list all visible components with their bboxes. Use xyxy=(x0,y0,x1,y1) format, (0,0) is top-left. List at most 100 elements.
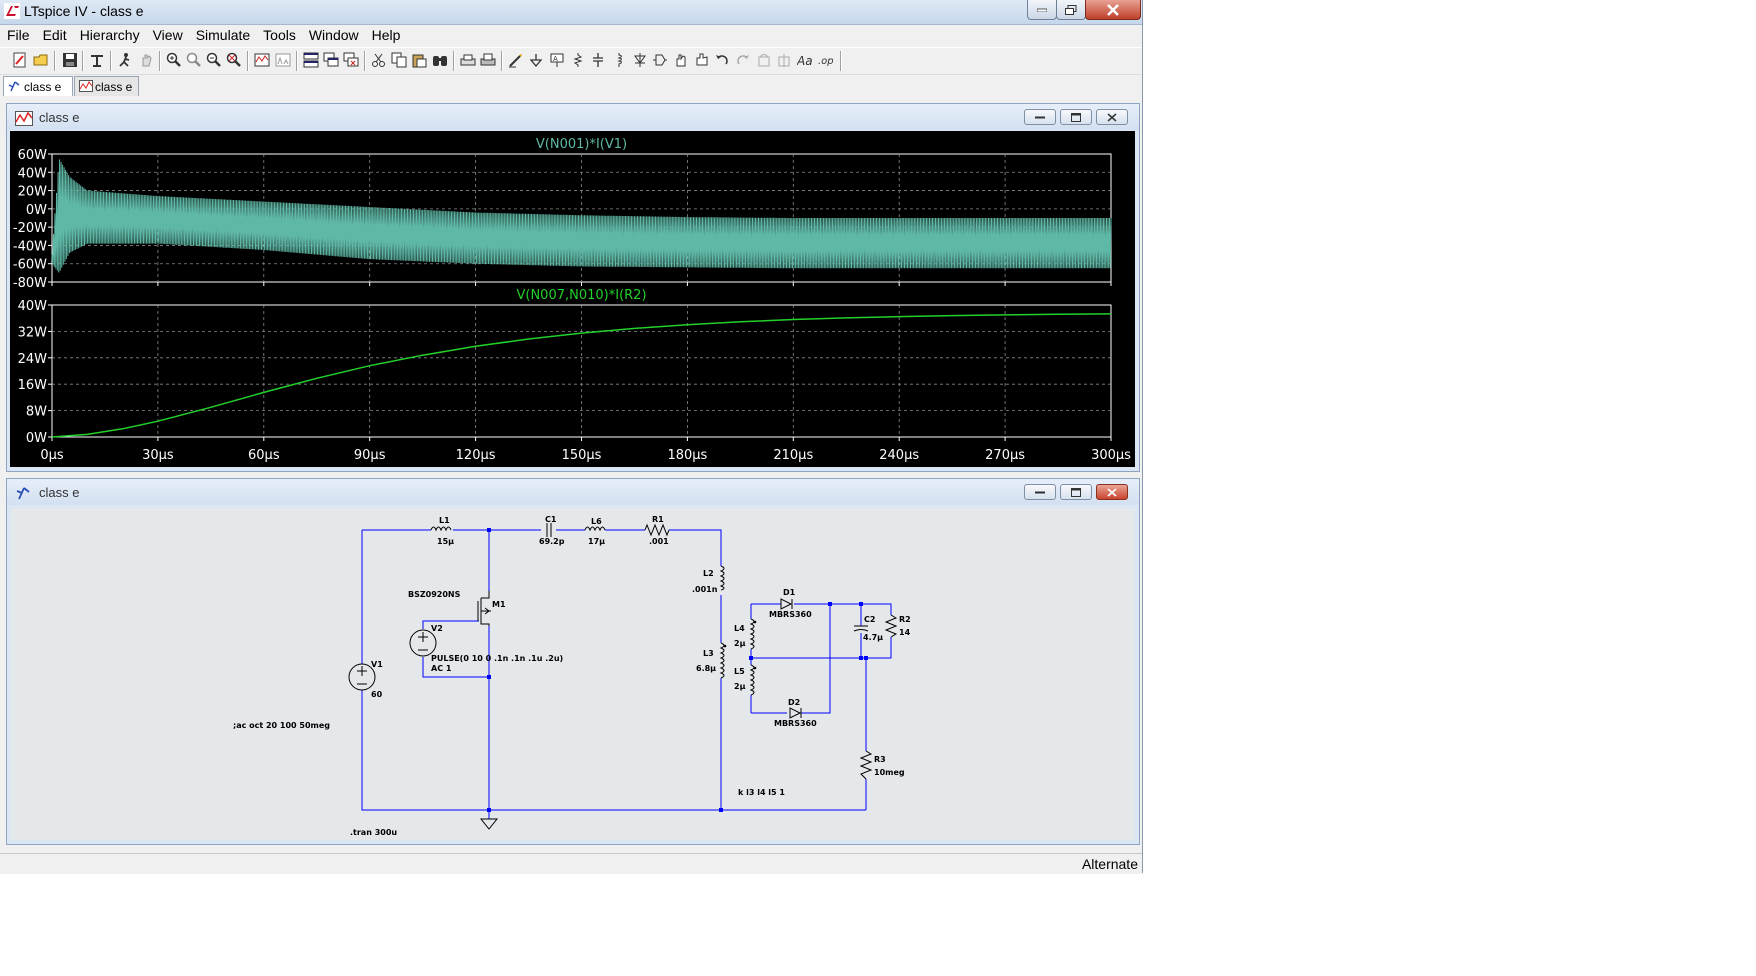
zoom-out-icon[interactable] xyxy=(206,52,222,68)
halt-icon[interactable] xyxy=(138,52,154,68)
tab-class-e-waveform[interactable]: class e xyxy=(74,76,139,96)
inductor-l3 xyxy=(719,642,725,679)
menu-window[interactable]: Window xyxy=(308,27,359,43)
title-bar[interactable]: LTspice IV - class e xyxy=(0,0,1142,25)
draw-wire-icon[interactable] xyxy=(508,52,524,68)
svg-text:Aa: Aa xyxy=(797,54,813,68)
y-tick-label-pane2: 0W xyxy=(26,431,47,446)
capacitor-icon[interactable] xyxy=(590,52,606,68)
label-net-icon[interactable]: A xyxy=(549,52,565,68)
value-l6: 17µ xyxy=(588,537,605,546)
redo-icon[interactable] xyxy=(735,52,751,68)
mirror-icon[interactable] xyxy=(776,52,792,68)
menu-edit[interactable]: Edit xyxy=(42,27,67,43)
trace-title-pane2[interactable]: V(N007,N010)*I(R2) xyxy=(516,288,646,303)
save-icon[interactable] xyxy=(62,52,78,68)
label-d1: D1 xyxy=(783,588,796,597)
tab-label: class e xyxy=(24,79,62,94)
copy-icon[interactable] xyxy=(391,52,407,68)
inductor-icon[interactable] xyxy=(611,52,627,68)
waveform-close-button[interactable] xyxy=(1096,109,1128,125)
ground-icon[interactable] xyxy=(528,52,544,68)
fft-icon[interactable] xyxy=(275,52,291,68)
cascade-icon[interactable] xyxy=(323,52,339,68)
y-tick-label-pane1: -20W xyxy=(13,221,47,236)
directive-ac[interactable]: ;ac oct 20 100 50meg xyxy=(233,721,330,730)
schematic-restore-button[interactable] xyxy=(1060,484,1092,500)
schematic-window-title: class e xyxy=(39,485,80,500)
zoom-in-icon[interactable] xyxy=(166,52,182,68)
component-icon[interactable] xyxy=(652,52,668,68)
menu-simulate[interactable]: Simulate xyxy=(195,27,251,43)
paste-icon[interactable] xyxy=(411,52,427,68)
print-setup-icon[interactable] xyxy=(460,52,476,68)
label-r2: R2 xyxy=(899,615,911,624)
diode-icon[interactable] xyxy=(632,52,648,68)
y-tick-label-pane2: 8W xyxy=(26,405,47,420)
ltspice-logo-icon xyxy=(4,3,20,19)
value-r1: .001 xyxy=(649,537,669,546)
waveform-icon xyxy=(79,80,93,92)
undo-icon[interactable] xyxy=(714,52,730,68)
menu-view[interactable]: View xyxy=(152,27,183,43)
close-window-button[interactable] xyxy=(1085,0,1141,20)
y-tick-label-pane2: 32W xyxy=(18,325,48,340)
schematic-wires xyxy=(361,529,892,819)
drag-icon[interactable] xyxy=(694,52,710,68)
find-icon[interactable] xyxy=(432,52,448,68)
schematic-window: class e xyxy=(6,478,1140,845)
capacitor-c2 xyxy=(853,625,869,632)
directive-tran[interactable]: .tran 300u xyxy=(350,828,397,837)
waveform-window-header[interactable]: class e xyxy=(7,104,1139,130)
close-icon xyxy=(1107,487,1117,497)
run-icon[interactable] xyxy=(117,52,133,68)
text-icon[interactable]: Aa xyxy=(797,52,813,68)
schematic-minimize-button[interactable] xyxy=(1024,484,1056,500)
schematic-close-button[interactable] xyxy=(1096,484,1128,500)
value-l5: 2µ xyxy=(734,682,746,691)
trace-title-pane1[interactable]: V(N001)*I(V1) xyxy=(536,137,627,152)
menu-hierarchy[interactable]: Hierarchy xyxy=(79,27,140,43)
minimize-button[interactable] xyxy=(1027,0,1057,20)
rotate-icon[interactable] xyxy=(756,52,772,68)
tab-class-e-schematic[interactable]: class e xyxy=(3,76,73,96)
y-tick-label-pane2: 16W xyxy=(18,378,48,393)
schematic-window-header[interactable]: class e xyxy=(7,479,1139,505)
close-all-icon[interactable] xyxy=(343,52,359,68)
schematic-icon xyxy=(16,487,30,500)
directive-coupling[interactable]: k l3 l4 l5 1 xyxy=(738,788,785,797)
schematic-canvas[interactable]: L1 15µ C1 69.2p L6 17µ R1 .001 L2 .001n … xyxy=(11,508,1135,840)
value-v2-ac: AC 1 xyxy=(431,664,452,673)
tile-horizontal-icon[interactable] xyxy=(303,52,319,68)
pan-icon[interactable] xyxy=(186,52,202,68)
spice-directive-icon[interactable]: .op xyxy=(817,52,833,68)
menu-file[interactable]: File xyxy=(7,27,30,43)
resistor-icon[interactable] xyxy=(570,52,586,68)
cut-icon[interactable] xyxy=(371,52,387,68)
waveform-restore-button[interactable] xyxy=(1060,109,1092,125)
new-schematic-icon[interactable] xyxy=(12,52,28,68)
value-d2: MBRS360 xyxy=(774,719,817,728)
close-icon xyxy=(1107,112,1117,122)
menu-tools[interactable]: Tools xyxy=(263,27,296,43)
control-panel-icon[interactable] xyxy=(89,52,105,68)
autorange-icon[interactable] xyxy=(254,52,270,68)
capacitor-c1 xyxy=(546,523,552,537)
value-r2: 14 xyxy=(899,628,911,637)
print-icon[interactable] xyxy=(480,52,496,68)
value-v2: PULSE(0 10 0 .1n .1n .1u .2u) xyxy=(431,654,563,663)
document-tabs: class e class e xyxy=(0,75,1142,97)
inductor-l1 xyxy=(430,526,452,532)
zoom-fit-icon[interactable] xyxy=(226,52,242,68)
svg-text:A: A xyxy=(553,55,558,63)
menu-help[interactable]: Help xyxy=(371,27,401,43)
restore-button[interactable] xyxy=(1056,0,1086,20)
open-icon[interactable] xyxy=(33,52,49,68)
status-mode: Alternate xyxy=(1081,856,1138,872)
ground-symbol xyxy=(479,818,499,830)
move-icon[interactable] xyxy=(673,52,689,68)
waveform-minimize-button[interactable] xyxy=(1024,109,1056,125)
diode-d2 xyxy=(789,707,802,719)
restore-icon xyxy=(1065,4,1077,15)
